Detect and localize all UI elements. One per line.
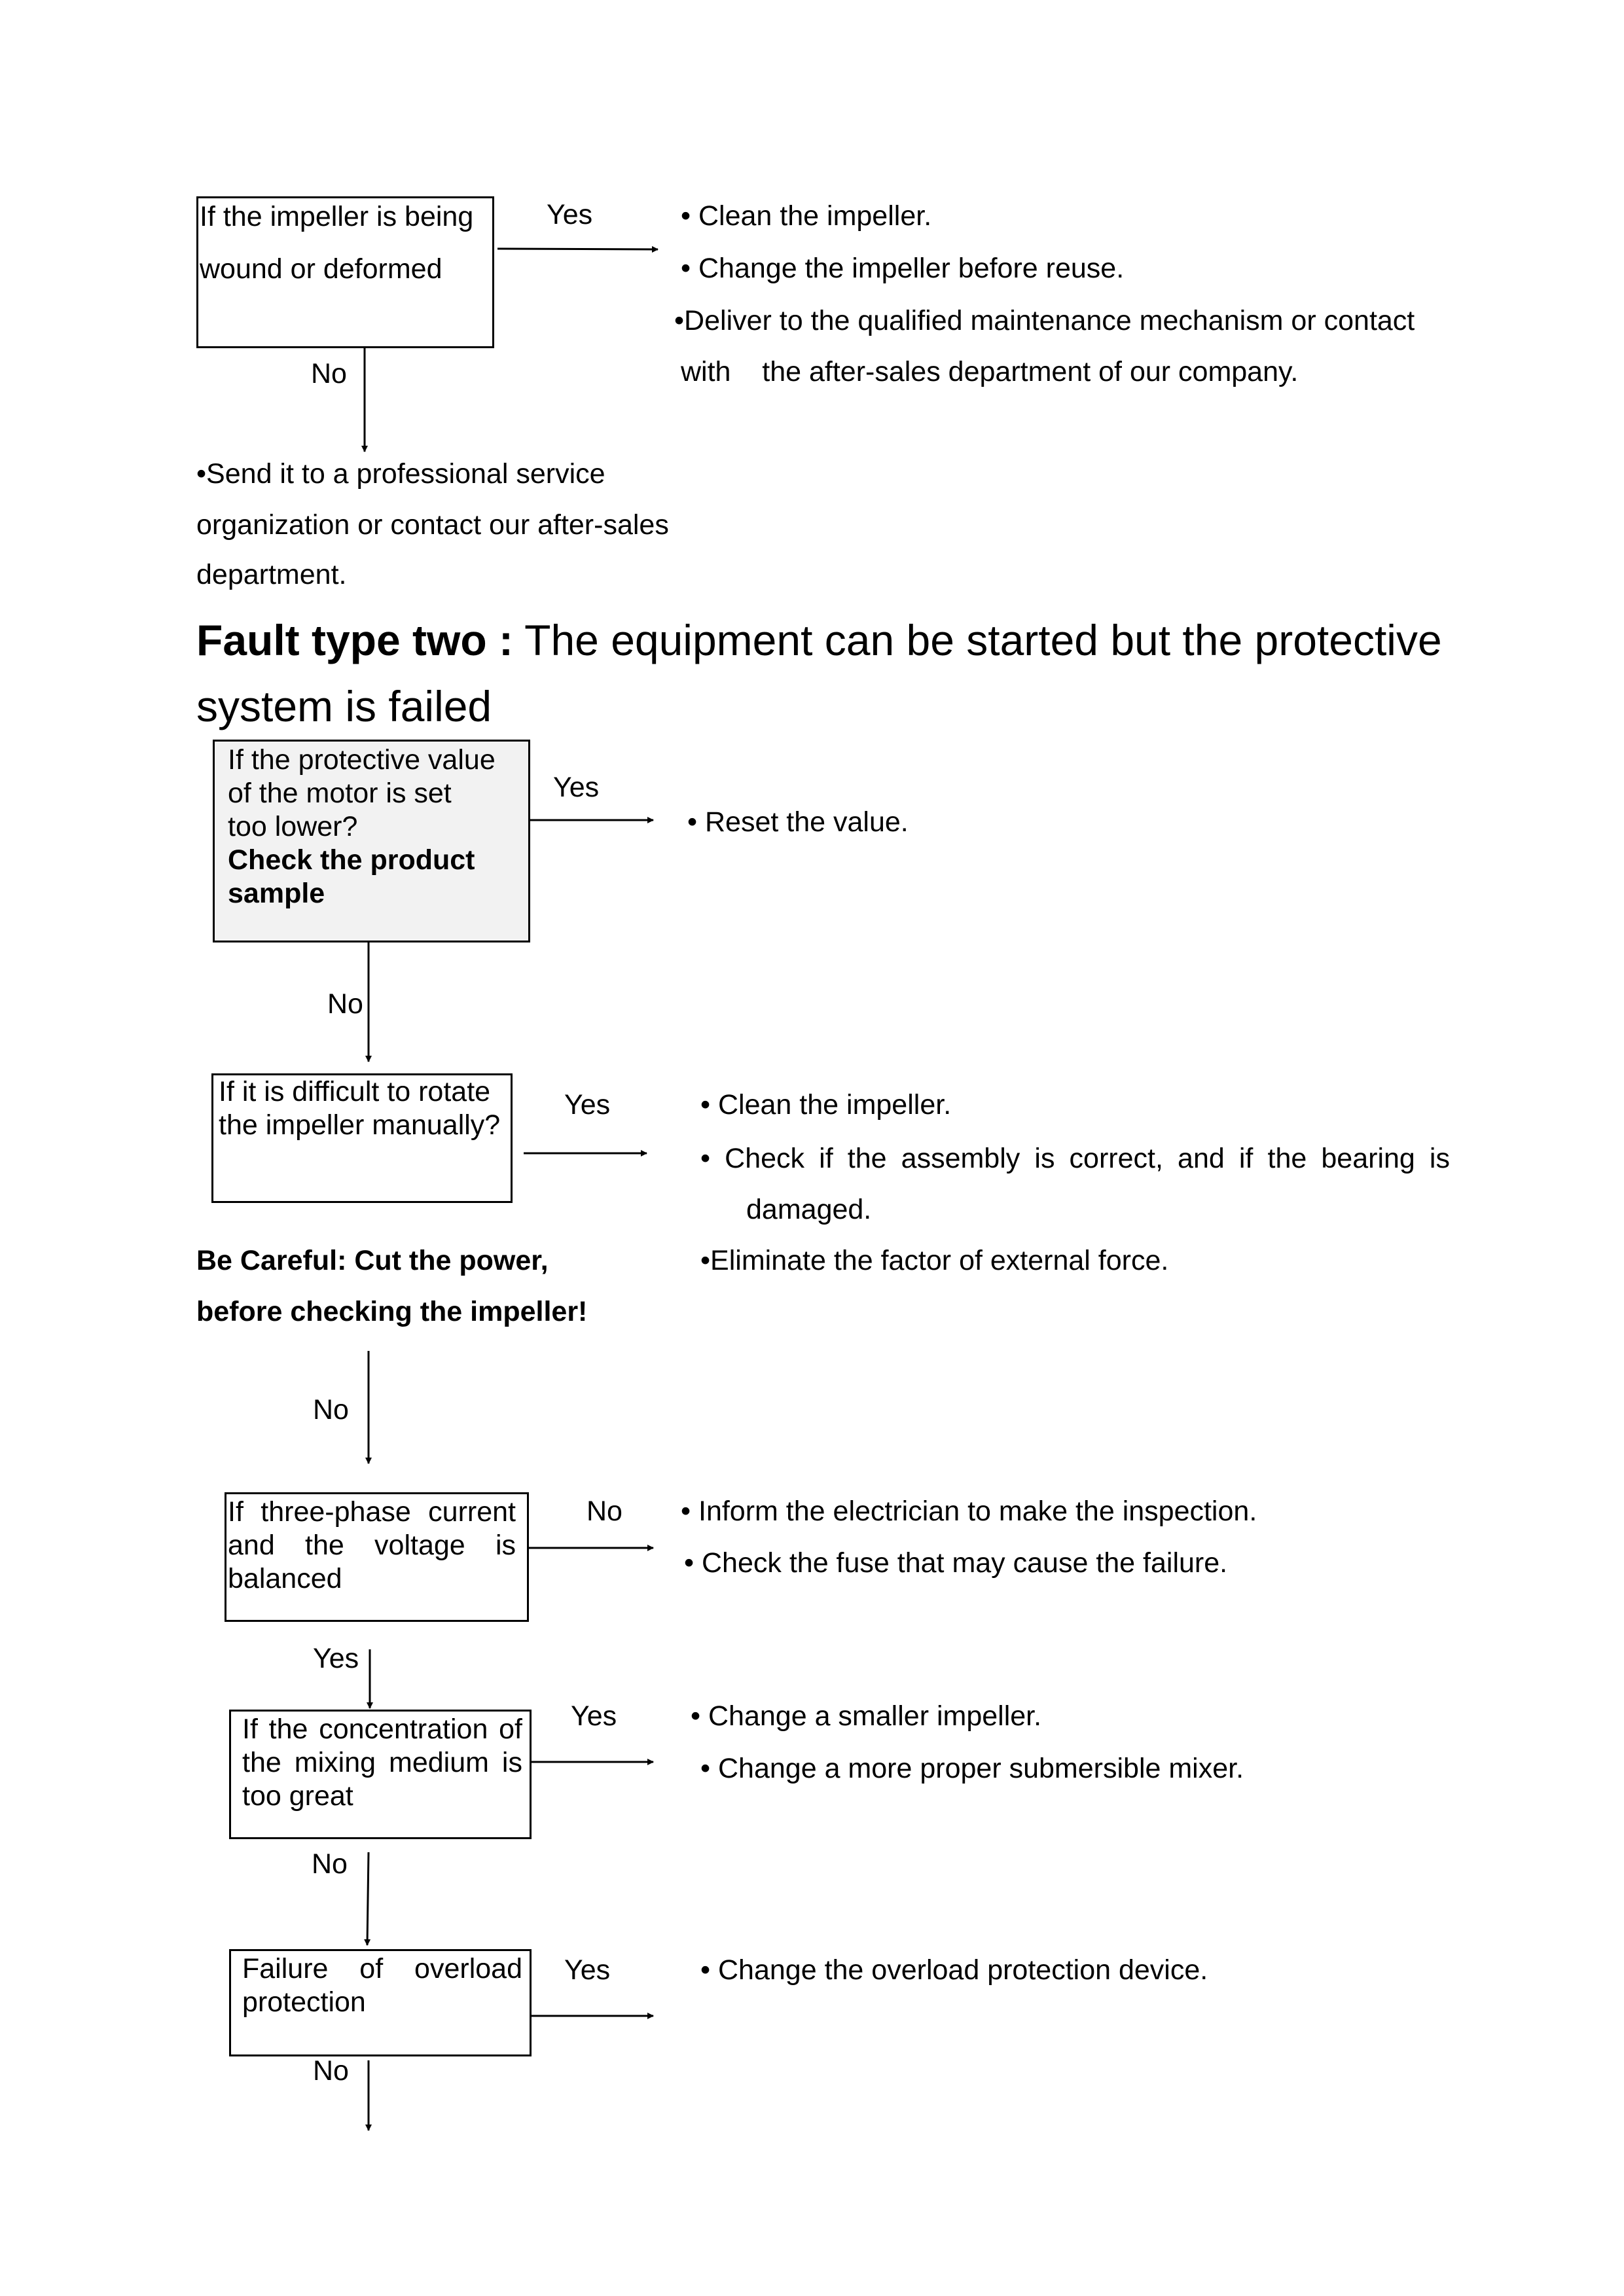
box-text-line: too lower? [228, 811, 358, 842]
action-item: •Deliver to the qualified maintenance me… [674, 305, 1415, 336]
decision-box-impeller-wound: If the impeller is being wound or deform… [196, 196, 494, 348]
yes-label: Yes [547, 199, 593, 230]
section-title-rest: The equipment can be started but the pro… [513, 616, 1442, 664]
box-text-line: of the motor is set [228, 778, 452, 809]
action-item: damaged. [746, 1194, 872, 1225]
action-item: • Clean the impeller. [700, 1089, 952, 1121]
box-text-bold: Check the product [228, 844, 475, 876]
no-action-item: department. [196, 559, 347, 590]
no-action-item: organization or contact our after-sales [196, 509, 669, 541]
action-item: • Change a more proper submersible mixer… [700, 1753, 1244, 1784]
yes-label: Yes [564, 1954, 611, 1986]
yes-label: Yes [553, 772, 600, 803]
box-text-line: If the concentration of [242, 1713, 522, 1745]
action-item: •Eliminate the factor of external force. [700, 1245, 1169, 1276]
box-text-line: too great [242, 1780, 353, 1812]
no-action-item: •Send it to a professional service [196, 458, 605, 490]
no-label: No [327, 988, 363, 1020]
box-text-line: If three-phase current [228, 1496, 516, 1528]
box-text-line: Failure of overload [242, 1953, 522, 1984]
box-text-line: wound or deformed [200, 253, 442, 285]
box-text-line: and the voltage is [228, 1530, 516, 1561]
section-title-bold: Fault type two : [196, 616, 513, 664]
no-label: No [313, 1394, 349, 1426]
box-text-line: If it is difficult to rotate [219, 1076, 491, 1107]
action-item: • Inform the electrician to make the ins… [681, 1496, 1257, 1527]
section-title-line2: system is failed [196, 682, 492, 730]
decision-box-protective-value: If the protective value of the motor is … [213, 740, 530, 942]
box-text-line: balanced [228, 1563, 342, 1594]
action-item: • Change the overload protection device. [700, 1954, 1208, 1986]
action-item: • Check if the assembly is correct, and … [700, 1143, 1450, 1174]
warning-text: Be Careful: Cut the power, [196, 1245, 549, 1276]
no-label: No [313, 2055, 349, 2087]
arrow-step4-no [364, 1852, 371, 1946]
yes-label: Yes [564, 1089, 611, 1121]
action-item: • Change a smaller impeller. [691, 1700, 1042, 1732]
no-label: No [312, 1848, 348, 1880]
action-item: • Check the fuse that may cause the fail… [684, 1547, 1228, 1579]
box-text-line: If the protective value [228, 744, 496, 776]
box-text-line: protection [242, 1986, 366, 2018]
decision-box-overload: Failure of overload protection [229, 1949, 532, 2056]
action-item: • Clean the impeller. [681, 200, 932, 232]
decision-box-concentration: If the concentration of the mixing mediu… [229, 1710, 532, 1839]
decision-box-rotate-impeller: If it is difficult to rotate the impelle… [211, 1073, 513, 1203]
yes-label: Yes [313, 1643, 359, 1674]
warning-text: before checking the impeller! [196, 1296, 588, 1327]
yes-label: Yes [571, 1700, 617, 1732]
action-item: • Reset the value. [687, 806, 909, 838]
no-label: No [311, 358, 347, 389]
action-item: • Change the impeller before reuse. [681, 253, 1125, 284]
section-title: Fault type two : The equipment can be st… [196, 607, 1442, 673]
box-text-line: the impeller manually? [219, 1109, 501, 1141]
box-text-line: the mixing medium is [242, 1747, 522, 1778]
box-text-line: If the impeller is being [200, 201, 474, 232]
no-label: No [586, 1496, 623, 1527]
action-item: with the after-sales department of our c… [681, 356, 1299, 387]
box-text-bold: sample [228, 878, 325, 909]
decision-box-three-phase: If three-phase current and the voltage i… [225, 1492, 529, 1622]
